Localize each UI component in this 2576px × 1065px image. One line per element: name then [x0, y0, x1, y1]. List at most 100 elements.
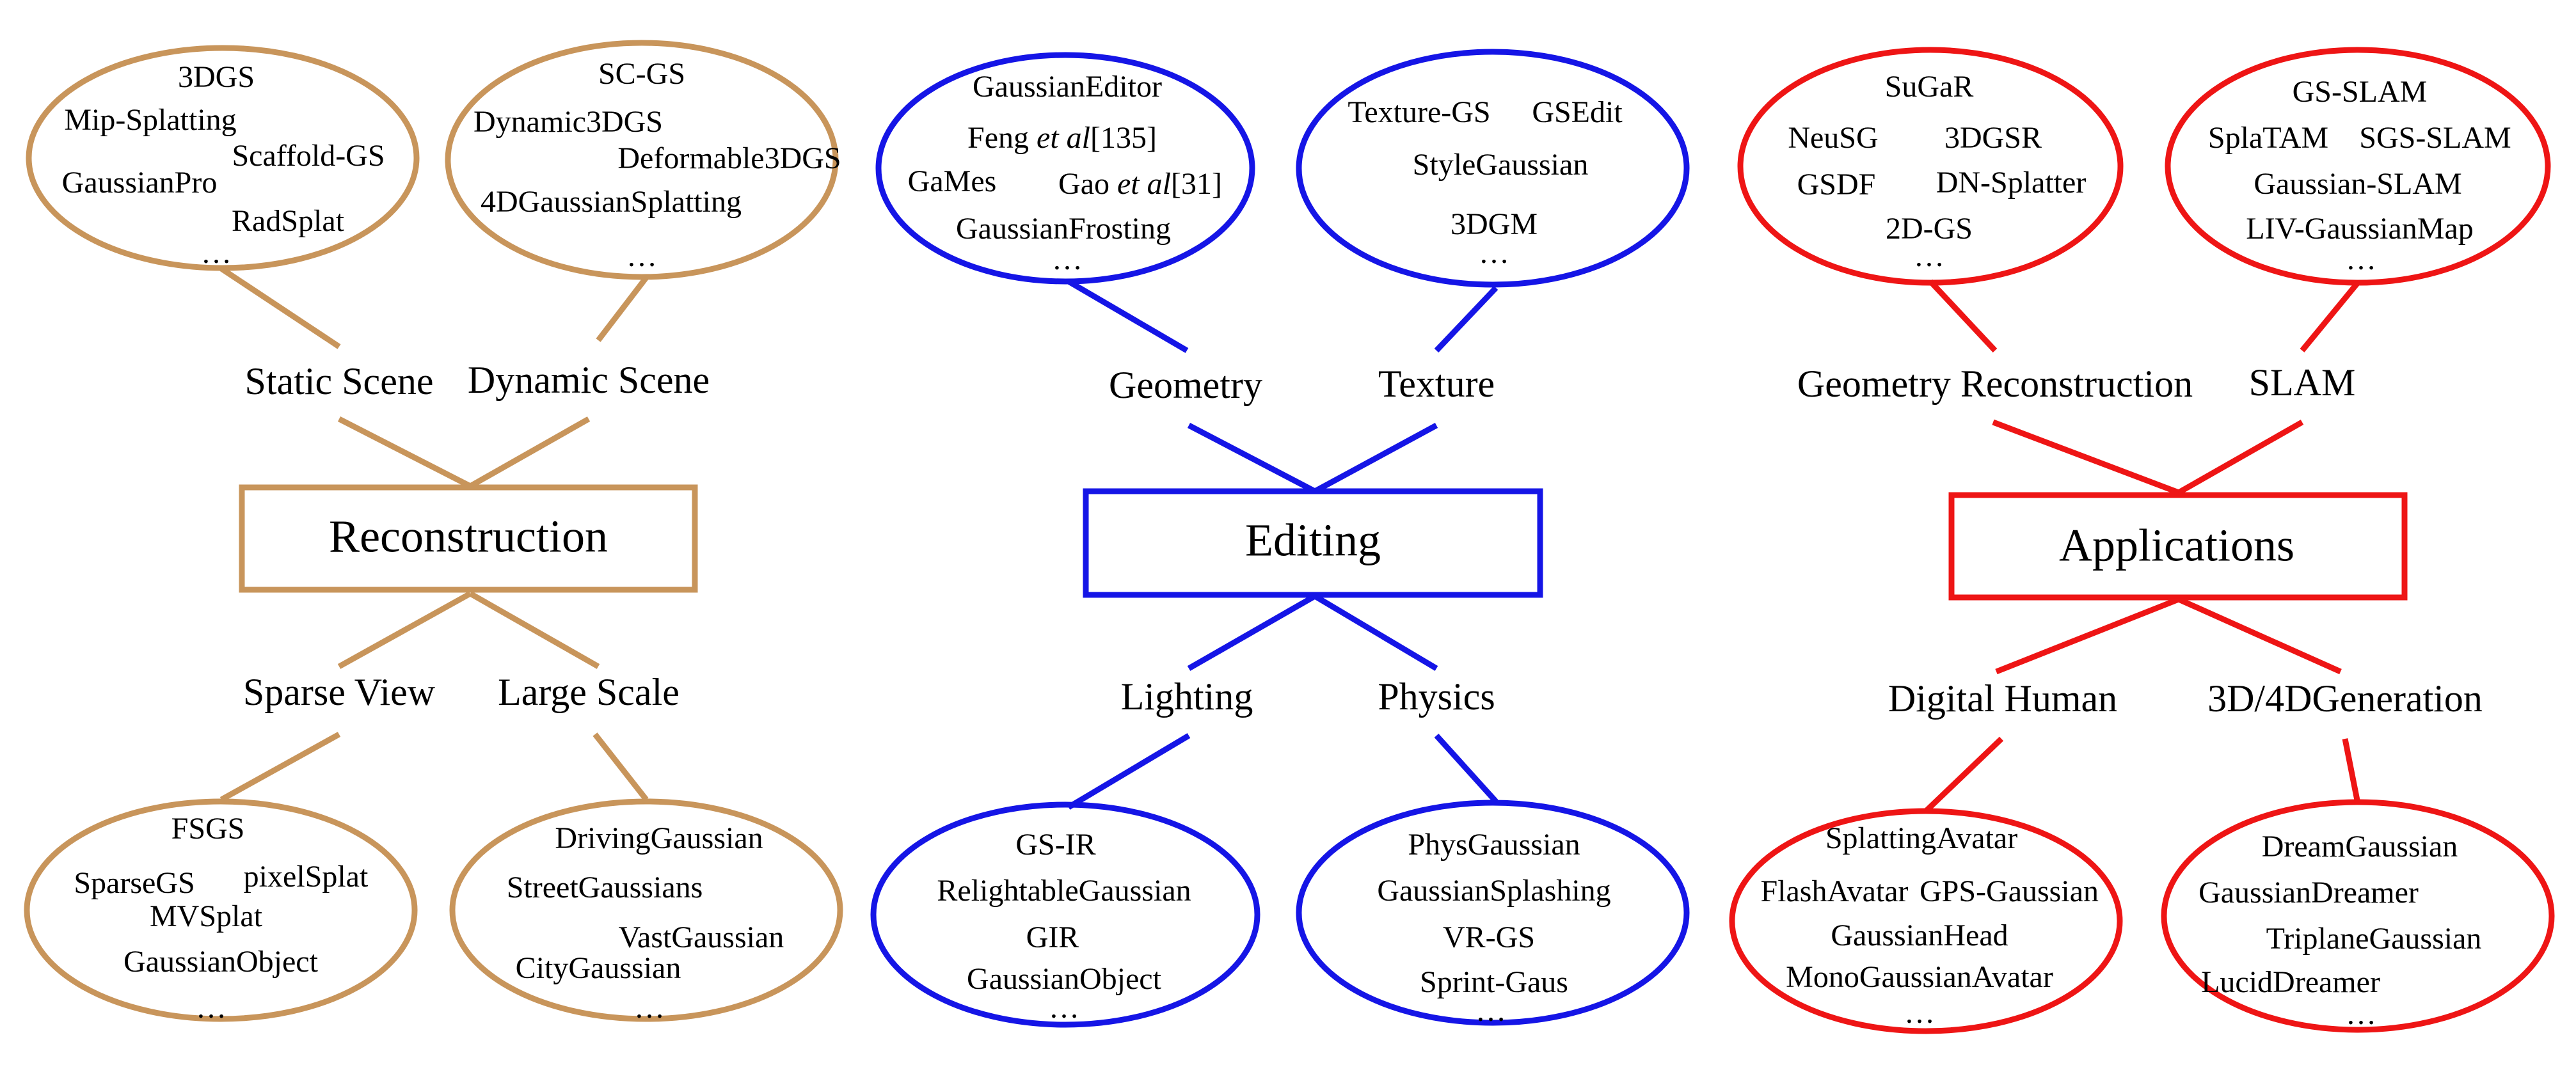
more-ellipsis: … — [2346, 242, 2376, 276]
editing-group — [870, 49, 1690, 1028]
method-item: SC-GS — [598, 57, 685, 91]
method-item: CityGaussian — [516, 951, 681, 985]
method-item: DN-Splatter — [1936, 166, 2087, 200]
method-item: Dynamic3DGS — [473, 105, 663, 139]
connector-line — [337, 416, 472, 489]
connector-line — [596, 276, 649, 342]
more-ellipsis: … — [201, 236, 232, 270]
method-item: RelightableGaussian — [937, 874, 1191, 908]
method-item: GSEdit — [1532, 95, 1623, 129]
method-item: VastGaussian — [619, 920, 784, 954]
reconstruction-box — [239, 484, 698, 593]
method-item: Sprint-Gaus — [1420, 965, 1568, 999]
method-item: Feng et al[135] — [967, 121, 1157, 155]
connector-line — [1992, 419, 2180, 496]
physics-label: Physics — [1378, 675, 1495, 718]
more-ellipsis: … — [1914, 239, 1944, 273]
more-ellipsis: … — [1479, 236, 1509, 270]
sparse-view-ellipse — [24, 798, 418, 1022]
dynamic-scene-label: Dynamic Scene — [468, 359, 710, 401]
more-ellipsis: … — [1475, 994, 1506, 1028]
method-item: SparseGS — [74, 866, 195, 900]
sparse-view-label: Sparse View — [243, 671, 436, 713]
more-ellipsis: … — [2346, 997, 2376, 1031]
method-item: LucidDreamer — [2201, 965, 2380, 999]
method-item: SGS-SLAM — [2359, 121, 2511, 155]
connector-line — [1434, 285, 1499, 353]
applications-group — [1729, 47, 2555, 1034]
method-item: FlashAvatar — [1760, 874, 1908, 908]
connector-line — [2300, 281, 2360, 352]
method-item: StyleGaussian — [1413, 148, 1589, 182]
connector-line — [468, 416, 591, 489]
geometry-reconstruction-ellipse — [1737, 47, 2124, 286]
connector-line — [1187, 594, 1317, 671]
method-item: GaussianFrosting — [956, 212, 1171, 246]
method-item: LIV-GaussianMap — [2246, 212, 2474, 246]
texture-ellipse — [1296, 49, 1690, 288]
method-item: GaussianObject — [123, 945, 319, 979]
method-item: GIR — [1026, 920, 1079, 954]
method-item: GaussianObject — [967, 962, 1162, 996]
geometry-label: Geometry — [1109, 364, 1262, 406]
editing-box — [1083, 488, 1543, 598]
method-item: MVSplat — [150, 899, 263, 933]
method-item: DreamGaussian — [2262, 830, 2458, 864]
method-item: Gao et al[31] — [1058, 167, 1222, 201]
large-scale-label: Large Scale — [498, 671, 680, 713]
generation-ellipse — [2161, 799, 2555, 1033]
connector-line — [1187, 423, 1317, 494]
method-item: 3DGM — [1451, 207, 1538, 241]
digital-human-ellipse — [1729, 808, 2123, 1034]
static-scene-ellipse — [26, 45, 420, 271]
more-ellipsis: … — [634, 991, 665, 1025]
connector-line — [1995, 596, 2180, 675]
more-ellipsis: … — [626, 239, 657, 273]
generation-label: 3D/4DGeneration — [2207, 677, 2483, 720]
slam-ellipse — [2165, 47, 2551, 286]
more-ellipsis: … — [1904, 996, 1935, 1030]
method-item: Texture-GS — [1348, 95, 1490, 129]
method-item: TriplaneGaussian — [2266, 922, 2482, 956]
method-item: MonoGaussianAvatar — [1786, 960, 2053, 994]
connector-line — [2342, 738, 2361, 804]
connector-line — [2177, 596, 2342, 675]
more-ellipsis: … — [1049, 991, 1079, 1025]
method-item: GPS-Gaussian — [1920, 874, 2099, 908]
method-item: 3DGS — [178, 60, 255, 94]
connector-line — [219, 266, 341, 349]
geometry-reconstruction-label: Geometry Reconstruction — [1797, 363, 2193, 405]
method-item: SuGaR — [1885, 70, 1974, 104]
method-item: GaMes — [908, 164, 997, 198]
method-item: StreetGaussians — [507, 871, 703, 904]
static-scene-label: Static Scene — [245, 360, 434, 402]
geometry-ellipse — [875, 52, 1255, 285]
applications-label: Applications — [2059, 520, 2294, 571]
editing-label: Editing — [1245, 515, 1381, 566]
connector-line — [1313, 594, 1438, 671]
method-item: RadSplat — [232, 204, 345, 238]
method-item: GaussianDreamer — [2198, 876, 2419, 910]
connector-line — [1928, 279, 1998, 353]
method-item: GaussianSplashing — [1377, 874, 1610, 908]
texture-label: Texture — [1378, 363, 1495, 405]
method-item: FSGS — [171, 812, 245, 846]
method-item: GaussianPro — [62, 166, 218, 200]
method-item: 2D-GS — [1886, 212, 1973, 246]
method-item: Deformable3DGS — [617, 141, 841, 175]
slam-label: SLAM — [2249, 361, 2356, 404]
method-item: Mip-Splatting — [64, 103, 236, 137]
reconstruction-group — [24, 40, 843, 1022]
connector-line — [1434, 733, 1499, 804]
more-ellipsis: … — [1052, 242, 1083, 276]
connector-line — [2177, 420, 2304, 495]
large-scale-ellipse — [449, 798, 843, 1022]
method-item: 3DGSR — [1944, 121, 2042, 155]
method-item: GaussianHead — [1831, 919, 2008, 952]
applications-box — [1948, 492, 2408, 601]
more-ellipsis: … — [196, 991, 227, 1025]
method-item: pixelSplat — [244, 860, 369, 894]
method-item: GaussianEditor — [973, 70, 1162, 104]
connector-line — [468, 591, 600, 669]
